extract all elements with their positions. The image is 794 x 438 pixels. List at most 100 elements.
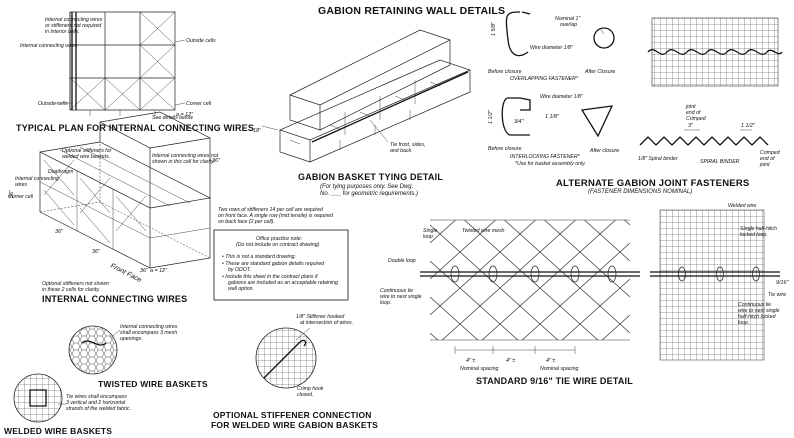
fasteners-diagram: 1 5/8" Nominal 1" overlap Wire diameter …	[488, 11, 783, 168]
tie-label-tiewire: Tie wire	[768, 292, 786, 298]
fastener-after-2: After closure	[589, 148, 619, 154]
twisted-note-3: openings.	[120, 336, 143, 342]
crimp-a-2: end of	[686, 110, 701, 116]
office-bullet-2: • These are standard gabion details requ…	[222, 261, 325, 267]
int-dim-5: 36"	[212, 158, 221, 164]
int-label-2: welded wire baskets.	[62, 154, 110, 160]
tying-sub-2: No. ___ for geometric requirements.)	[320, 191, 418, 197]
int-label-9: Optional stiffeners not shown	[42, 281, 109, 287]
int-label-3: Internal connecting wires not	[152, 153, 219, 159]
crimp-b-2: end of	[760, 156, 775, 162]
office-note-box: Office practice note: (Do not include on…	[213, 229, 349, 301]
tie-label-cont-2: wire to next single	[380, 294, 422, 300]
tie-label-cont-r2: wire to next single	[738, 308, 780, 314]
int-label-5: Diaphragm	[48, 169, 74, 175]
fastener-wire-dia-2: Wire diameter 1/8"	[540, 94, 584, 100]
office-bullet-5: gabions are included as an acceptable re…	[228, 280, 338, 286]
fasteners-title: ALTERNATE GABION JOINT FASTENERS	[556, 178, 749, 189]
tying-label-2: and back.	[390, 148, 413, 154]
int-label-6: Internal connecting	[15, 176, 59, 182]
twisted-title: TWISTED WIRE BASKETS	[98, 379, 208, 389]
plan-label-4: Internal connecting wires	[20, 43, 78, 49]
fastener-before-2: Before closure	[488, 146, 522, 152]
stiffener-title-2: FOR WELDED WIRE GABION BASKETS	[211, 420, 378, 430]
plan-label-1: Internal connecting wires	[45, 17, 103, 23]
tie-dim: 9/16"	[776, 280, 789, 286]
tie-label-cont-r4: loop.	[738, 320, 749, 326]
tie-label-single: Single	[423, 228, 438, 234]
plan-label-3: in interior cells.	[45, 29, 80, 35]
plan-label-5: Outside cells	[186, 38, 216, 44]
plan-label-7: Corner cell	[186, 101, 212, 107]
typical-plan-title: TYPICAL PLAN FOR INTERNAL CONNECTING WIR…	[16, 123, 254, 133]
int-dim-2: 36"	[55, 229, 64, 235]
tie-label-halfhitch-1: Single half-hitch	[740, 226, 777, 232]
tie-wire-diagram: 4" ± 4" ± 4" ± Nominal spacing Nominal s…	[380, 203, 789, 372]
tie-label-cont-r3: half-hitch locked	[738, 314, 777, 320]
welded-note-2: 3 vertical and 2 horizontal	[66, 400, 126, 406]
fasteners-sub: (FASTENER DIMENSIONS NOMINAL)	[588, 189, 692, 195]
int-label-1: Optional stiffeners for	[62, 148, 112, 154]
office-heading: Office practice note:	[256, 236, 303, 242]
stiff-note-1: Two rows of stiffeners 14 per cell are r…	[218, 207, 324, 213]
crimp-a-3: joint	[685, 104, 696, 110]
stiff-note-2: on front face. A single row (mid tensile…	[218, 213, 334, 219]
spiral-pitch-2: 1 1/2"	[741, 123, 756, 129]
stiffener-label-1: 1/8" Stiffener hooked	[296, 314, 345, 320]
plan-dim-a: a = 12"	[176, 112, 194, 118]
tying-sub-1: (For tying purposes only. See Dwg.	[320, 184, 413, 190]
twisted-note-1: Internal connecting wires	[120, 324, 178, 330]
office-bullet-6: wall option.	[228, 286, 254, 292]
tie-label-loop: loop	[423, 234, 433, 240]
fastener-after: After Closure	[584, 69, 615, 75]
twisted-note-2: shall encompass 3 mesh	[120, 330, 177, 336]
internal-wires-title: INTERNAL CONNECTING WIRES	[42, 294, 187, 304]
spiral-dia: 1/8" Spiral binder	[638, 156, 678, 162]
stiffener-label-2: at intersection of wires.	[300, 320, 353, 326]
plan-label-2: or stiffeners not required	[45, 23, 102, 29]
tie-label-halfhitch-2: locked loop.	[740, 232, 768, 238]
tie-wire-title: STANDARD 9/16" TIE WIRE DETAIL	[476, 376, 633, 386]
spacing-1: 4" ±	[466, 358, 475, 364]
int-dim-3: 36"	[92, 249, 101, 255]
spacing-label-1: Nominal spacing	[460, 366, 498, 372]
stiff-note-3: on back face (2 per cell).	[218, 219, 275, 225]
tie-label-cont-r1: Continuous tie	[738, 302, 771, 308]
fastener-dim-4: 1 1/8"	[545, 114, 560, 120]
office-subheading: (Do not include on contract drawing)	[236, 242, 320, 248]
fastener-note: *Use for basket assembly only.	[515, 161, 586, 167]
welded-basket-diagram: Tie wires shall encompass 3 vertical and…	[13, 373, 131, 423]
tying-title: GABION BASKET TYING DETAIL	[298, 172, 443, 182]
spacing-2: 4" ±	[506, 358, 515, 364]
fastener-nominal-1: Nominal 1"	[555, 16, 581, 22]
twisted-basket-diagram: Internal connecting wires shall encompas…	[68, 324, 178, 375]
office-bullet-1: • This is not a standard drawing.	[222, 254, 296, 260]
tie-label-double: Double loop	[388, 258, 416, 264]
typical-plan-diagram: a = 12" Internal connecting wires or sti…	[20, 11, 216, 121]
tying-label-1: Tie front, sides,	[390, 142, 425, 148]
office-bullet-4: • Include this sheet in the contract pla…	[222, 274, 318, 280]
int-label-8: Corner cell	[8, 194, 34, 200]
tying-dim: 18"	[253, 128, 262, 134]
tie-label-cont-1: Continuous tie	[380, 288, 413, 294]
int-dim-4: 36"	[140, 268, 149, 274]
spacing-label-2: Nominal spacing	[540, 366, 578, 372]
int-dim-1: 36"	[9, 189, 15, 198]
int-label-4: shown in this cell for clarity.	[152, 159, 215, 165]
crimp-b-1: Crimped	[760, 150, 781, 156]
crimp-a-1: Crimped	[686, 116, 707, 122]
fastener-overlapping: OVERLAPPING FASTENER*	[510, 76, 579, 82]
stiffener-title-1: OPTIONAL STIFFENER CONNECTION	[213, 410, 372, 420]
welded-title: WELDED WIRE BASKETS	[4, 426, 112, 436]
welded-note-3: strands of the welded fabric.	[66, 406, 131, 412]
int-label-7: wires	[15, 182, 28, 188]
tying-detail-diagram: 18" Tie front, sides, and back.	[253, 29, 471, 163]
plan-label-8: See details below.	[152, 115, 194, 121]
fastener-dim-2: 1 1/2"	[488, 109, 494, 124]
fastener-before: Before closure	[488, 69, 522, 75]
main-title: GABION RETAINING WALL DETAILS	[318, 5, 505, 17]
int-dim-a: a = 12"	[150, 268, 168, 274]
crimp-b-3: joint	[759, 162, 770, 168]
welded-note-1: Tie wires shall encompass	[66, 394, 127, 400]
